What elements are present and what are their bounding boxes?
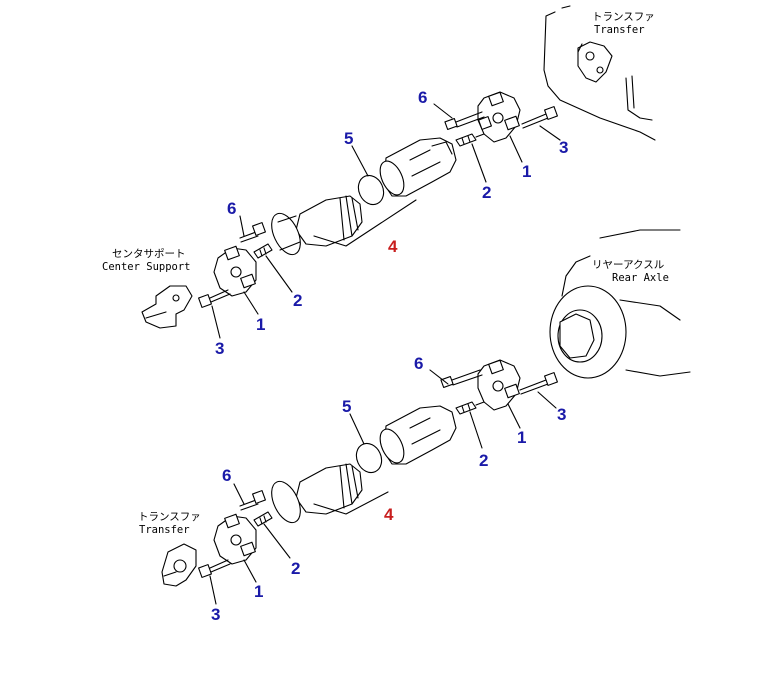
upper-slip-yoke [379,137,457,197]
label-transfer-bottom-en: Transfer [139,524,190,536]
lower-left-fitting-2 [253,511,273,527]
label-center-support-jp: センタサポート [112,248,186,260]
callout-2-lower-left: 2 [291,559,300,578]
callouts-lower: 6 5 1 2 3 4 6 2 1 3 [211,354,566,624]
callout-3-upper-left: 3 [215,339,224,358]
upper-spline-shaft [271,195,363,256]
rear-axle-housing [549,229,691,379]
upper-right-spider-cross [477,91,521,143]
leader-lines [209,103,561,605]
label-transfer-bottom-jp: トランスファ [138,511,201,523]
lower-right-bolt-6 [440,369,483,389]
label-transfer-top-en: Transfer [594,24,645,36]
callout-4-upper: 4 [388,237,398,256]
upper-right-bolt-3 [521,106,558,129]
lower-snap-ring-5 [355,442,383,474]
upper-leader-4 [313,199,417,247]
lower-spline-shaft [271,463,363,524]
lower-right-bolt-3 [519,372,558,395]
upper-right-bolt-6 [444,111,485,131]
callout-5-upper: 5 [344,129,353,148]
callout-2-upper-right: 2 [482,183,491,202]
callout-1-upper-right: 1 [522,162,531,181]
label-rear-axle-en: Rear Axle [612,272,669,284]
upper-left-bolt-3 [198,289,231,308]
upper-right-fitting-2 [455,133,485,147]
callouts-upper: 6 5 1 2 3 4 6 2 1 3 [215,88,568,358]
lower-right-fitting-2 [455,401,485,415]
upper-left-bolt-6 [239,222,266,243]
lower-left-spider-cross [213,513,257,565]
callout-6-lower-right: 6 [414,354,423,373]
callout-3-upper-right: 3 [559,138,568,157]
label-rear-axle-jp: リヤーアクスル [592,259,664,271]
callout-6-upper-right: 6 [418,88,427,107]
callout-6-upper-left: 6 [227,199,236,218]
label-center-support-en: Center Support [102,261,191,273]
lower-right-spider-cross [477,359,521,411]
lower-slip-yoke [379,405,457,465]
upper-snap-ring-5 [357,174,385,206]
lower-left-bolt-6 [239,490,266,511]
callout-6-lower-left: 6 [222,466,231,485]
upper-left-spider-cross [213,245,257,297]
lower-leader-4 [313,491,389,515]
callout-2-lower-right: 2 [479,451,488,470]
transfer-housing-top [543,5,656,141]
label-transfer-top-jp: トランスファ [592,11,655,23]
callout-4-lower: 4 [384,505,394,524]
callout-1-lower-right: 1 [517,428,526,447]
callout-3-lower-right: 3 [557,405,566,424]
callout-1-lower-left: 1 [254,582,263,601]
transfer-flange-bottom [161,543,197,587]
center-support [141,285,193,329]
callout-3-lower-left: 3 [211,605,220,624]
callout-2-upper-left: 2 [293,291,302,310]
upper-left-fitting-2 [253,243,273,259]
lower-left-bolt-3 [198,559,231,578]
callout-1-upper-left: 1 [256,315,265,334]
callout-5-lower: 5 [342,397,351,416]
